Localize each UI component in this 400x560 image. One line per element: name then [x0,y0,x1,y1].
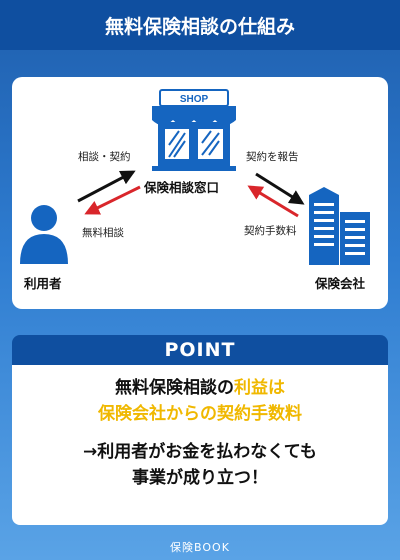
edge-label-free-consult: 無料相談 [82,227,124,239]
shop-sign-text: SHOP [180,94,209,105]
point-line-2-highlight: 保険会社からの契約手数料 [98,404,302,424]
shop-icon [152,89,236,171]
buildings-icon [309,187,370,265]
user-label: 利用者 [24,276,62,291]
point-line-1-text: 無料保険相談の [115,378,234,398]
arrow-company-to-shop [247,185,299,218]
arrow-shop-to-company [255,172,305,205]
user-icon [20,205,68,264]
shop-label: 保険相談窓口 [144,180,220,195]
page-title: 無料保険相談の仕組み [0,0,400,50]
edge-label-commission: 契約手数料 [244,225,297,237]
point-line-1: 無料保険相談の利益は [12,375,388,401]
point-line-1-highlight: 利益は [234,378,285,398]
point-line-4: 事業が成り立つ！ [132,468,268,488]
point-heading: POINT [12,335,388,365]
point-box: 無料保険相談の利益は 保険会社からの契約手数料 →利用者がお金を払わなくても 事… [12,365,388,525]
flow-diagram: SHOP 相談・契約 無料相談 契約を報告 契約手数料 保険相談窓口 利用者 保… [12,77,388,309]
brand-logo: 保険BOOK [170,541,230,554]
point-line-3: →利用者がお金を払わなくても [83,442,317,462]
flow-diagram-graphics: SHOP [20,89,370,265]
edge-label-consult-contract: 相談・契約 [78,151,131,163]
arrow-shop-to-user [84,185,141,215]
arrow-user-to-shop [77,170,136,203]
company-label: 保険会社 [315,276,366,291]
point-line-2: 保険会社からの契約手数料 [12,401,388,427]
edge-label-report-contract: 契約を報告 [246,151,299,163]
